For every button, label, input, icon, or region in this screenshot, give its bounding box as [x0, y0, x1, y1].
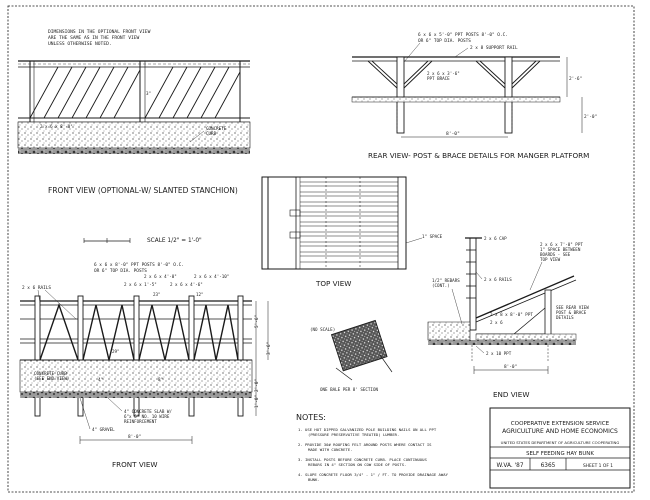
note-4-line-1: 4. SLOPE CONCRETE FLOOR 3/4" - 1" / FT. … — [298, 472, 449, 477]
fv-rail-mid2: 2 x 6 x 4'-6" — [170, 282, 203, 287]
fv-dim-span: 8'-0" — [128, 434, 141, 440]
top-note-line-2: ARE THE SAME AS IN THE FRONT VIEW — [48, 35, 140, 41]
fvo-curb-label-1: CONCRETE — [206, 126, 227, 131]
end-rebars-1: 1/2" REBARS — [432, 278, 460, 283]
front-view: 2 x 6 RAILS 6 x 6 x 8'-0" PPT POSTS 8'-0… — [19, 262, 272, 469]
fv-dim-12: 12" — [196, 292, 204, 297]
fvo-rail-label: 2 x 6 x 8'-0" — [40, 124, 73, 129]
end-rail-28: 2 x 8 x 8'-0" PPT — [490, 312, 533, 317]
fv-dim-4: 4" — [98, 377, 103, 382]
fvo-title: FRONT VIEW (OPTIONAL-W/ SLANTED STANCHIO… — [48, 186, 238, 195]
tb-org2: AGRICULTURE AND HOME ECONOMICS — [502, 428, 618, 435]
top-note: DIMENSIONS IN THE OPTIONAL FRONT VIEW AR… — [48, 29, 151, 47]
rear-dim-depth: 2'-0" — [584, 114, 597, 120]
fv-slab-label-3: REINFORCEMENT — [124, 419, 157, 424]
end-ppt-1: 2 x 6 x 7'-0" PPT — [540, 242, 583, 247]
end-rail-26: 2 x 6 — [490, 320, 503, 325]
rear-brace-label-2: PPT BRACE — [427, 76, 450, 81]
top-title: TOP VIEW — [315, 279, 351, 288]
end-cap-label: 2 x 6 CAP — [484, 236, 507, 241]
title-block: COOPERATIVE EXTENSION SERVICE AGRICULTUR… — [489, 407, 631, 489]
note-2-line-2: MADE WITH CONCRETE. — [308, 447, 353, 452]
end-rear-ref-2: POST & BRACE — [556, 310, 587, 315]
fvo-dim-3: 3" — [146, 91, 151, 96]
fv-dim-h2: 3'-6" — [266, 342, 272, 355]
end-dim-span: 8'-0" — [504, 364, 517, 370]
tb-title: SELF FEEDING HAY BUNK — [526, 451, 594, 457]
end-rear-ref-1: SEE REAR VIEW — [556, 305, 589, 310]
end-rear-ref-3: DETAILS — [556, 315, 574, 320]
end-view: 2 x 6 CAP 2 x 6 RAILS 1/2" REBARS (CONT.… — [427, 236, 589, 399]
bale-caption: ONE BALE PER 8' SECTION — [320, 387, 378, 392]
top-note-line-3: UNLESS OTHERWISE NOTED. — [48, 41, 112, 47]
fv-rails-left: 2 x 6 RAILS — [22, 285, 51, 291]
rear-title: REAR VIEW- POST & BRACE DETAILS FOR MANG… — [368, 151, 589, 160]
fv-curb-label-1: CONCRETE CURB — [34, 371, 67, 376]
fv-posts-label-2: OR 6" TOP DIA. POSTS — [94, 268, 147, 274]
bale-no-scale: (NO SCALE) — [310, 327, 335, 332]
end-rebars-2: (CONT.) — [432, 283, 450, 288]
bale-section: (NO SCALE) ONE BALE PER 8' SECTION — [310, 319, 393, 392]
fv-dim-h4: 1'-0" — [254, 395, 260, 408]
fv-posts-label-1: 6 x 6 x 8'-0" PPT POSTS 8'-0" O.C. — [94, 262, 184, 268]
scale-text: SCALE 1/2" = 1'-0" — [147, 238, 202, 244]
fv-curb-label-2: (SEE END VIEW) — [34, 376, 69, 381]
tb-org3: UNITED STATES DEPARTMENT OF AGRICULTURE … — [501, 440, 620, 445]
tb-code: W.VA. '87 — [496, 463, 523, 469]
end-ppt-4: TOP VIEW — [540, 257, 561, 262]
rear-posts-label-2: OR 6" TOP DIA. POSTS — [418, 38, 471, 44]
fv-dim-8: 8" — [158, 377, 163, 382]
fv-slab-label-1: 4" CONCRETE SLAB W/ — [124, 409, 172, 414]
rear-support-rail: 2 x 8 SUPPORT RAIL — [470, 45, 518, 51]
tb-sheet: SHEET 1 OF 1 — [583, 463, 613, 469]
top-space-label: 1" SPACE — [422, 234, 443, 239]
end-post-label: 2 x 10 PPT — [486, 351, 512, 356]
rear-posts-label-1: 6 x 6 x 5'-0" PPT POSTS 8'-0" O.C. — [418, 32, 508, 38]
scale-bar: SCALE 1/2" = 1'-0" — [83, 238, 202, 244]
fv-rail-mid: 2 x 6 x 1'-5" — [124, 282, 157, 287]
end-rails-label: 2 x 6 RAILS — [484, 277, 512, 282]
notes: NOTES: 1. USE HOT DIPPED GALVANIZED POLE… — [296, 413, 449, 482]
fv-slab-label-2: 6"x 6" NO. 10 WIRE — [124, 414, 170, 419]
note-1-line-1: 1. USE HOT DIPPED GALVANIZED POLE BUILDI… — [298, 427, 437, 432]
fvo-curb-label-2: CURB — [206, 131, 217, 136]
rear-brace-label-1: 2 x 6 x 3'-6" — [427, 71, 460, 76]
note-4-line-2: BUNK. — [308, 477, 320, 482]
end-title: END VIEW — [493, 390, 529, 399]
notes-heading: NOTES: — [296, 413, 326, 422]
tb-number: 6365 — [541, 463, 556, 469]
end-ppt-3: BOARDS - SEE — [540, 252, 571, 257]
fv-rail-right: 2 x 6 x 4'-10" — [194, 274, 229, 279]
end-ppt-2: 1" SPACE BETWEEN — [540, 247, 581, 252]
sheet-border — [7, 5, 635, 493]
fv-dim-h1: 5'-6" — [254, 315, 260, 328]
front-view-optional: 2 x 6 x 8'-0" CONCRETE CURB 3" FRONT VIE… — [17, 60, 251, 195]
fv-rail-top: 2 x 6 x 4'-0" — [144, 274, 177, 279]
top-view: 1" SPACE TOP VIEW — [261, 176, 443, 288]
rear-dim-span: 8'-0" — [446, 131, 460, 137]
note-3-line-2: REBARS IN 4" SECTION ON COW SIDE OF POST… — [308, 462, 406, 467]
rear-view: 8'-0" 2'-6" 2'-0" 6 x 6 x 5'-0" PPT POST… — [351, 32, 597, 160]
note-1-line-2: (PRESSURE PRESERVATIVE TREATED) LUMBER. — [308, 432, 399, 437]
rear-dim-height: 2'-6" — [569, 76, 582, 82]
note-2-line-1: 2. PROVIDE 30# ROOFING FELT AROUND POSTS… — [298, 442, 432, 447]
note-3-line-1: 3. INSTALL POSTS BEFORE CONCRETE CURB. P… — [298, 457, 427, 462]
fv-dim-29: 29" — [112, 349, 120, 354]
fv-gravel-label: 4" GRAVEL — [92, 427, 115, 432]
fv-dim-23: 23" — [153, 292, 161, 297]
top-note-line-1: DIMENSIONS IN THE OPTIONAL FRONT VIEW — [48, 29, 151, 35]
fv-dim-h3: 2'-0" — [254, 379, 260, 392]
tb-org1: COOPERATIVE EXTENSION SERVICE — [511, 421, 610, 427]
fv-title: FRONT VIEW — [112, 460, 158, 469]
